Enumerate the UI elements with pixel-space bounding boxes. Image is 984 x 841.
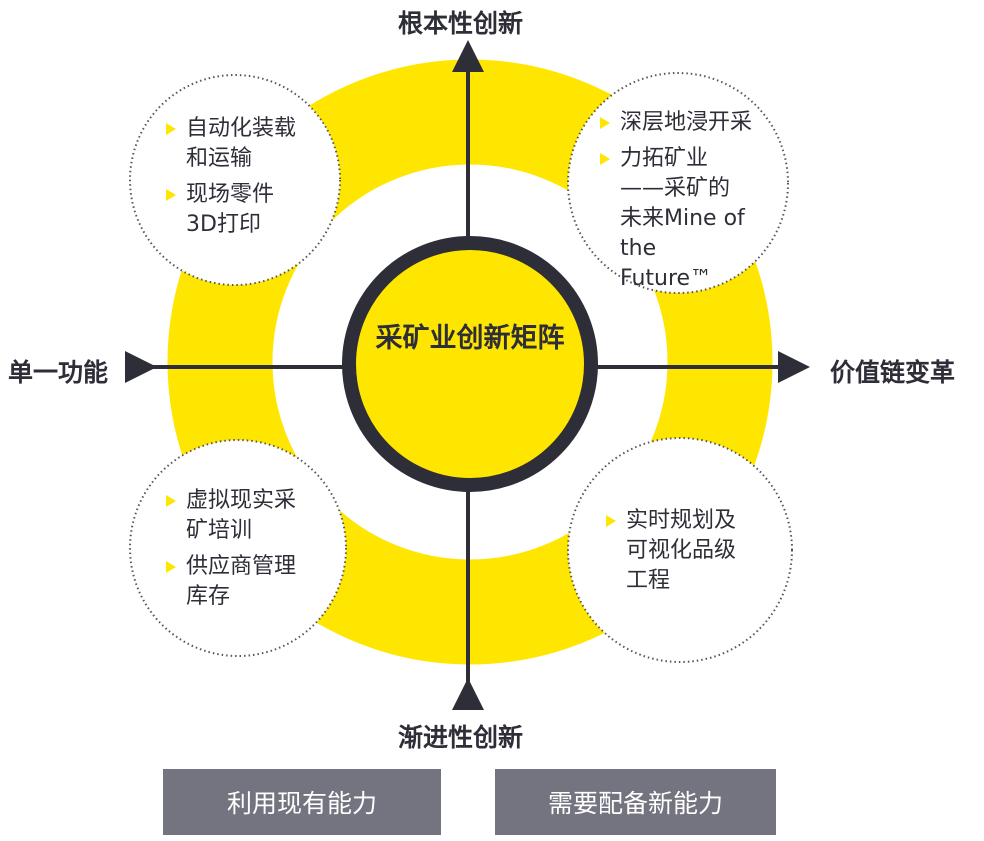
axis-label-left: 单一功能 <box>8 358 109 387</box>
circle-top-left <box>129 74 341 286</box>
axis-label-top: 根本性创新 <box>398 9 524 38</box>
item-text: 自动化装载和运输 <box>186 116 297 171</box>
quadrant-top-left: 自动化装载和运输 现场零件3D打印 <box>164 114 304 246</box>
bullet-triangle-icon <box>166 123 176 135</box>
circle-top-right <box>567 72 789 294</box>
circle-bottom-right <box>567 437 793 663</box>
center-title: 采矿业创新矩阵 <box>375 323 565 354</box>
list-item: 实时规划及可视化品级工程 <box>604 506 744 596</box>
list-item: 虚拟现实采矿培训 <box>164 486 304 546</box>
quadrant-top-right: 深层地浸开采 力拓矿业——采矿的未来Mine of the Future™ <box>598 108 758 300</box>
item-text: 供应商管理库存 <box>186 554 297 609</box>
bullet-triangle-icon <box>600 117 610 129</box>
axis-label-bottom: 渐进性创新 <box>398 723 524 752</box>
item-text: 力拓矿业——采矿的未来Mine of the Future™ <box>620 146 745 291</box>
item-text: 虚拟现实采矿培训 <box>186 488 297 543</box>
quadrant-bottom-left: 虚拟现实采矿培训 供应商管理库存 <box>164 486 304 618</box>
list-item: 深层地浸开采 <box>598 108 758 138</box>
bullet-triangle-icon <box>606 515 616 527</box>
list-item: 现场零件3D打印 <box>164 180 304 240</box>
quadrant-bottom-right: 实时规划及可视化品级工程 <box>604 506 744 602</box>
new-capability-label: 需要配备新能力 <box>495 769 776 835</box>
bullet-triangle-icon <box>600 153 610 165</box>
axis-label-right: 价值链变革 <box>830 358 956 387</box>
center-circle <box>342 236 598 492</box>
list-item: 供应商管理库存 <box>164 552 304 612</box>
list-item: 自动化装载和运输 <box>164 114 304 174</box>
list-item: 力拓矿业——采矿的未来Mine of the Future™ <box>598 144 750 294</box>
bullet-triangle-icon <box>166 495 176 507</box>
bullet-triangle-icon <box>166 189 176 201</box>
circle-bottom-left <box>129 439 347 657</box>
bullet-triangle-icon <box>166 561 176 573</box>
item-text: 深层地浸开采 <box>620 110 753 135</box>
item-text: 实时规划及可视化品级工程 <box>626 508 737 593</box>
item-text: 现场零件3D打印 <box>186 182 275 237</box>
existing-capability-label: 利用现有能力 <box>163 769 441 835</box>
